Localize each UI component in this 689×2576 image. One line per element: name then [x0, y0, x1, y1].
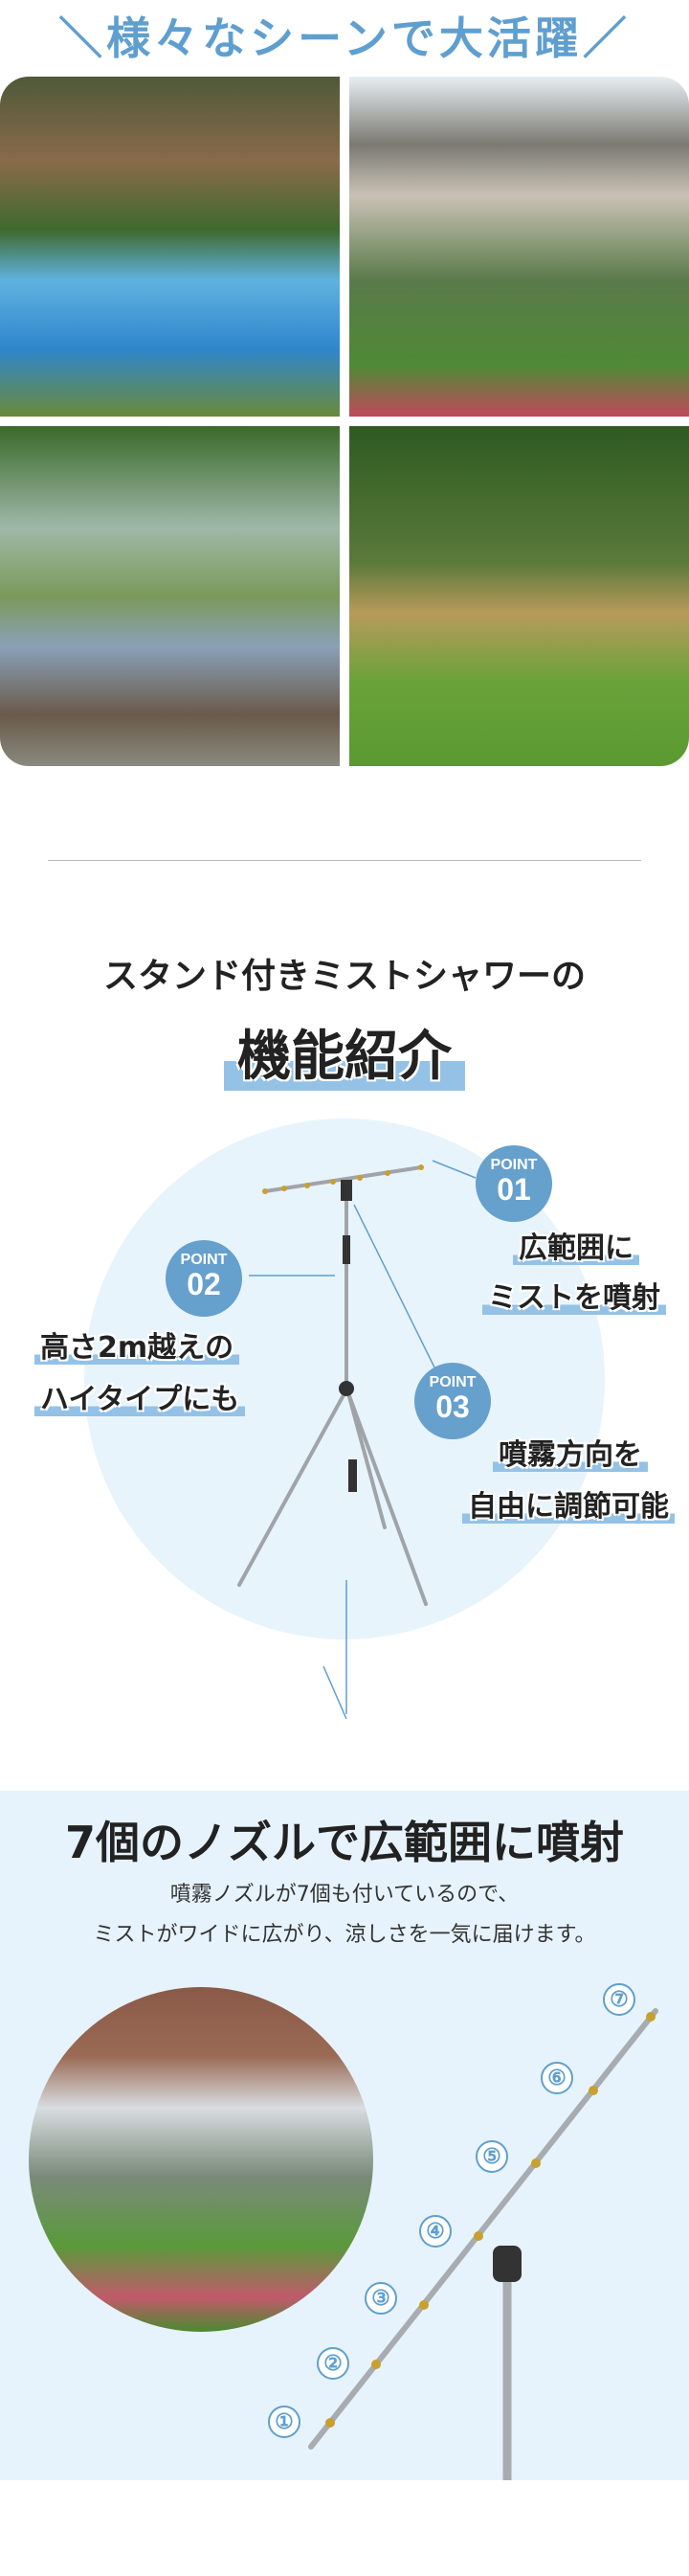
point-02-line-1: 高さ2m越えの	[34, 1331, 240, 1365]
point-01-line-1: 広範囲に	[513, 1232, 639, 1265]
section-divider	[48, 860, 641, 861]
nozzle-bar-illustration	[308, 2008, 658, 2480]
photo-family-bbq-scene	[0, 426, 340, 766]
point-03-line-2: 自由に調節可能	[462, 1490, 675, 1524]
nozzle-number-2: ②	[317, 2347, 349, 2380]
nozzle-number-3: ③	[365, 2282, 397, 2315]
mist-stand-illustration	[237, 1160, 477, 1720]
point-03-line-1: 噴霧方向を	[493, 1438, 648, 1472]
features-title: 機能紹介	[224, 1013, 465, 1091]
photo-pool-scene	[0, 77, 340, 417]
nozzle-desc-line-2: ミストがワイドに広がり、涼しさを一気に届けます。	[93, 1923, 596, 1947]
nozzle-number-7: ⑦	[603, 1983, 635, 2016]
nozzle-title: 7個のノズルで広範囲に噴射	[64, 1817, 624, 1868]
point-02-text: 高さ2m越えの ハイタイプにも	[34, 1323, 246, 1417]
point-01-text: 広範囲に ミストを噴射	[475, 1224, 666, 1316]
scenes-title: ＼様々なシーンで大活躍／	[58, 12, 631, 64]
nozzle-number-1: ①	[268, 2406, 300, 2438]
features-heading: スタンド付きミストシャワーの	[102, 957, 586, 996]
photo-dog-lawn-scene	[349, 426, 689, 766]
nozzle-number-6: ⑥	[541, 2062, 573, 2094]
point-01-line-2: ミストを噴射	[482, 1281, 666, 1315]
point-02-line-2: ハイタイプにも	[34, 1383, 246, 1416]
point-03-text: 噴霧方向を 自由に調節可能	[421, 1431, 675, 1525]
photo-garden-woman-scene	[349, 77, 689, 417]
nozzle-number-4: ④	[419, 2215, 452, 2248]
nozzle-number-5: ⑤	[476, 2140, 508, 2173]
photo-mist-patio	[29, 1987, 373, 2332]
nozzle-desc-line-1: 噴霧ノズルが7個も付いているので、	[169, 1883, 520, 1907]
